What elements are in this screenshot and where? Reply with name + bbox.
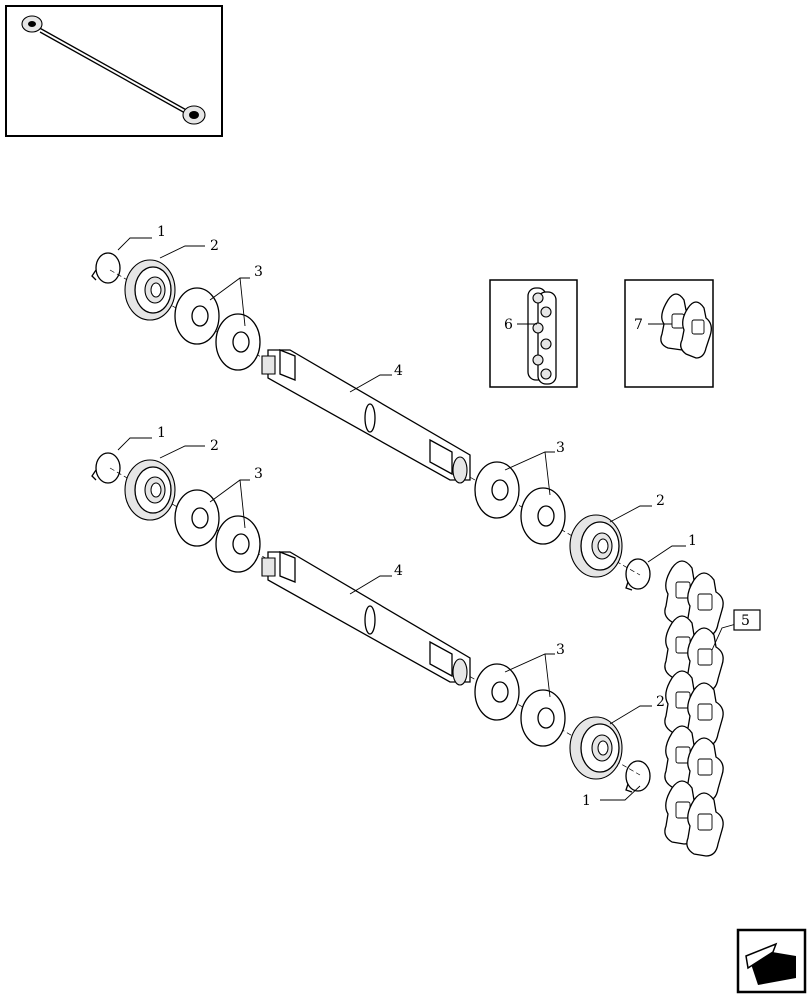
lower-washer-b <box>215 515 261 573</box>
callout-upper-bearing: 2 <box>210 238 219 254</box>
callout-6: 6 <box>504 317 513 333</box>
callout-upper-ring-right: 1 <box>688 533 697 549</box>
callout-upper-washers: 3 <box>254 264 263 280</box>
callout-lower-bearing: 2 <box>210 438 219 454</box>
upper-snap-ring-right <box>625 558 651 591</box>
callout-upper-ring: 1 <box>157 224 166 240</box>
callout-lower-washers: 3 <box>254 466 263 482</box>
chain-plate-window-b-0 <box>697 593 713 611</box>
inset-box-plate: 7 <box>624 279 714 388</box>
callout-lower-ring-right: 1 <box>582 793 591 809</box>
callout-lower-bearing-right: 2 <box>656 694 665 710</box>
callout-upper-shaft: 4 <box>394 363 403 379</box>
lower-shaft <box>261 551 471 686</box>
callout-7: 7 <box>634 317 643 333</box>
chain-plate-b-4 <box>686 792 724 857</box>
upper-shaft-assembly: 1 2 3 4 3 2 1 <box>91 224 697 591</box>
callout-lower-ring: 1 <box>157 425 166 441</box>
roller-chain: 5 <box>664 560 761 857</box>
callout-chain: 5 <box>741 613 750 629</box>
lower-bearing-right <box>569 716 623 780</box>
lower-shaft-assembly: 1 2 3 4 3 2 1 <box>91 425 665 809</box>
chain-plate-window-b-2 <box>697 703 713 721</box>
callout-upper-washers-right: 3 <box>556 440 565 456</box>
lower-bearing <box>124 459 176 521</box>
upper-washer-d <box>520 487 566 545</box>
lower-snap-ring <box>91 452 121 484</box>
upper-bearing-right <box>569 514 623 578</box>
lower-washer-d <box>520 689 566 747</box>
chain-plate-window-b-3 <box>697 758 713 776</box>
callout-lower-shaft: 4 <box>394 563 403 579</box>
upper-bearing <box>124 259 176 321</box>
inset-chain-link-drawing <box>527 287 557 385</box>
overview-thumbnail[interactable] <box>5 5 223 137</box>
upper-shaft <box>261 349 471 484</box>
next-page-arrow-icon[interactable] <box>736 928 807 994</box>
callout-lower-washers-right: 3 <box>556 642 565 658</box>
chain-plate-b-3 <box>686 737 724 802</box>
chain-plate-b-0 <box>686 572 724 637</box>
chain-plate-window-b-1 <box>697 648 713 666</box>
lower-washer-a <box>174 489 220 547</box>
chain-plate-window-b-4 <box>697 813 713 831</box>
callout-upper-bearing-right: 2 <box>656 493 665 509</box>
inset-box-link: 6 <box>489 279 578 388</box>
upper-washer-a <box>174 287 220 345</box>
upper-washer-b <box>215 313 261 371</box>
lower-washer-c <box>474 663 520 721</box>
upper-snap-ring <box>91 252 121 284</box>
chain-plate-b-1 <box>686 627 724 692</box>
chain-plate-b-2 <box>686 682 724 747</box>
upper-washer-c <box>474 461 520 519</box>
lower-snap-ring-right <box>625 760 651 793</box>
